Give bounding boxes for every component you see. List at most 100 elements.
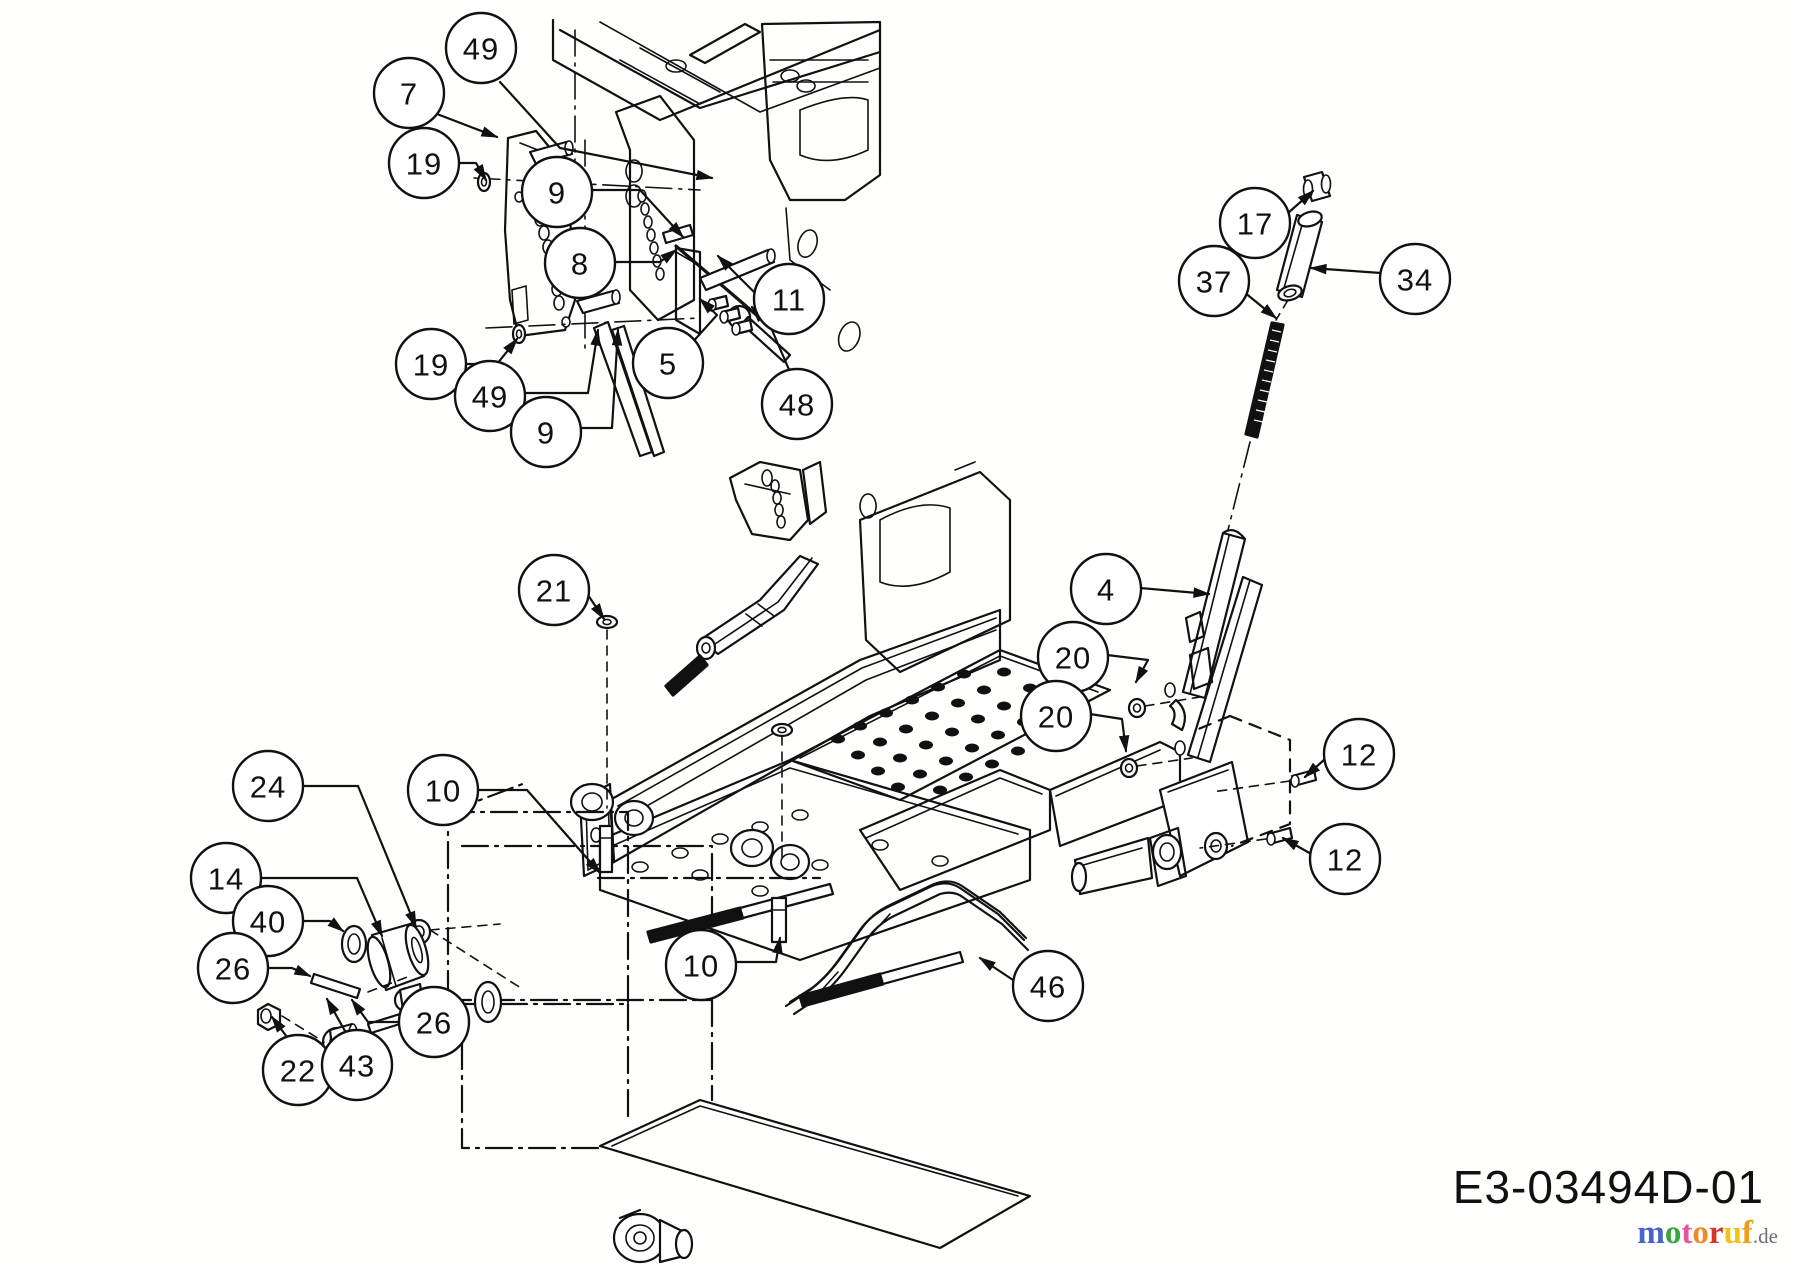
- watermark-letter: t: [1681, 1215, 1693, 1251]
- leader-arrowhead: [1303, 762, 1321, 779]
- callout-circle[interactable]: [520, 155, 594, 229]
- leader-arrowhead: [293, 964, 312, 977]
- hardware-part-20-upper: [1127, 695, 1207, 719]
- callout-number: 49: [463, 32, 499, 67]
- upper-frame-assembly: [473, 18, 882, 458]
- callout-9[interactable]: 9: [509, 395, 583, 469]
- callout-circle[interactable]: [1322, 717, 1396, 791]
- callout-24[interactable]: 24: [231, 749, 305, 823]
- callout-20[interactable]: 20: [1019, 679, 1093, 753]
- callout-circle[interactable]: [394, 327, 468, 401]
- callout-circle[interactable]: [320, 1028, 394, 1102]
- callout-19[interactable]: 19: [387, 126, 461, 200]
- callout-26[interactable]: 26: [196, 931, 270, 1005]
- callout-12[interactable]: 12: [1308, 822, 1382, 896]
- callout-12[interactable]: 12: [1322, 717, 1396, 791]
- callout-number: 7: [400, 77, 418, 112]
- callout-circle[interactable]: [760, 367, 834, 441]
- callout-number: 46: [1030, 970, 1066, 1005]
- callout-5[interactable]: 5: [631, 326, 705, 400]
- callout-circle[interactable]: [387, 126, 461, 200]
- callout-48[interactable]: 48: [760, 367, 834, 441]
- leader-arrowhead: [473, 163, 487, 182]
- callout-circle[interactable]: [196, 931, 270, 1005]
- callout-19[interactable]: 19: [394, 327, 468, 401]
- callout-4[interactable]: 4: [1069, 552, 1143, 626]
- callout-46[interactable]: 46: [1011, 949, 1085, 1023]
- callout-circle[interactable]: [1069, 552, 1143, 626]
- watermark-letter: u: [1723, 1215, 1742, 1251]
- callout-number: 48: [779, 388, 815, 423]
- leader-arrowhead: [590, 328, 601, 347]
- lever-bracket-part-4: [1164, 575, 1264, 764]
- callout-circle[interactable]: [1177, 244, 1251, 318]
- callout-number: 19: [406, 147, 442, 182]
- callout-circle[interactable]: [1308, 822, 1382, 896]
- callout-circle[interactable]: [231, 749, 305, 823]
- callout-10[interactable]: 10: [664, 928, 738, 1002]
- callout-circle[interactable]: [1378, 242, 1452, 316]
- callout-circle[interactable]: [1019, 679, 1093, 753]
- hardware-part-20-lower: [1119, 757, 1193, 779]
- callout-number: 12: [1341, 738, 1377, 773]
- watermark-letter: r: [1708, 1215, 1724, 1251]
- callout-number: 17: [1237, 207, 1273, 242]
- motoruf-watermark: motoruf.de: [1637, 1217, 1778, 1250]
- callout-circle[interactable]: [1218, 186, 1292, 260]
- callout-circle[interactable]: [752, 262, 826, 336]
- callout-34[interactable]: 34: [1378, 242, 1452, 316]
- bushing-part-49-lower: [575, 289, 621, 315]
- callout-number: 49: [472, 380, 508, 415]
- watermark-letter: f: [1741, 1215, 1753, 1251]
- callout-number: 5: [659, 347, 677, 382]
- callout-10[interactable]: 10: [406, 753, 480, 827]
- callout-circle[interactable]: [543, 226, 617, 300]
- leader-line-10a: [475, 788, 602, 875]
- leader-arrowhead: [716, 254, 733, 271]
- leader-arrowhead: [978, 957, 996, 971]
- leader-lines: [258, 80, 1383, 1039]
- callout-circle[interactable]: [372, 56, 446, 130]
- callout-number: 40: [250, 905, 286, 940]
- callout-circle[interactable]: [664, 928, 738, 1002]
- leader-arrowhead: [350, 998, 366, 1016]
- callout-circle[interactable]: [397, 985, 471, 1059]
- callout-circle[interactable]: [517, 553, 591, 627]
- leader-arrowhead: [327, 917, 345, 933]
- callout-circle[interactable]: [509, 395, 583, 469]
- callout-49[interactable]: 49: [453, 359, 527, 433]
- callout-43[interactable]: 43: [320, 1028, 394, 1102]
- callout-21[interactable]: 21: [517, 553, 591, 627]
- callout-49[interactable]: 49: [444, 11, 518, 85]
- callout-9[interactable]: 9: [520, 155, 594, 229]
- leader-arrowhead: [503, 337, 519, 355]
- callout-22[interactable]: 22: [261, 1033, 335, 1107]
- deck-assembly: [446, 460, 1182, 1006]
- leader-arrowhead: [660, 248, 678, 264]
- callout-26[interactable]: 26: [397, 985, 471, 1059]
- leader-line-9: [590, 188, 685, 239]
- leader-arrowhead: [772, 936, 783, 955]
- rod-part-10-left: [646, 882, 835, 944]
- callout-circle[interactable]: [1011, 949, 1085, 1023]
- callout-circle[interactable]: [444, 11, 518, 85]
- callout-8[interactable]: 8: [543, 226, 617, 300]
- bolt-part-10-lower: [770, 896, 788, 944]
- callout-circle[interactable]: [453, 359, 527, 433]
- callout-circle[interactable]: [406, 753, 480, 827]
- callout-7[interactable]: 7: [372, 56, 446, 130]
- fastener-cluster-part-5: [707, 294, 754, 336]
- watermark-suffix: .de: [1752, 1224, 1778, 1248]
- callout-37[interactable]: 37: [1177, 244, 1251, 318]
- leader-arrowhead: [1309, 263, 1327, 275]
- tube-part-14: [366, 922, 430, 992]
- pin-part-11: [698, 248, 776, 292]
- callout-number: 10: [425, 774, 461, 809]
- control-lever-assembly: [1070, 170, 1332, 896]
- pin-part-26-upper: [309, 972, 362, 1000]
- callout-circle[interactable]: [631, 326, 705, 400]
- callout-number: 10: [683, 949, 719, 984]
- callout-number: 14: [208, 862, 244, 897]
- callout-17[interactable]: 17: [1218, 186, 1292, 260]
- callout-11[interactable]: 11: [752, 262, 826, 336]
